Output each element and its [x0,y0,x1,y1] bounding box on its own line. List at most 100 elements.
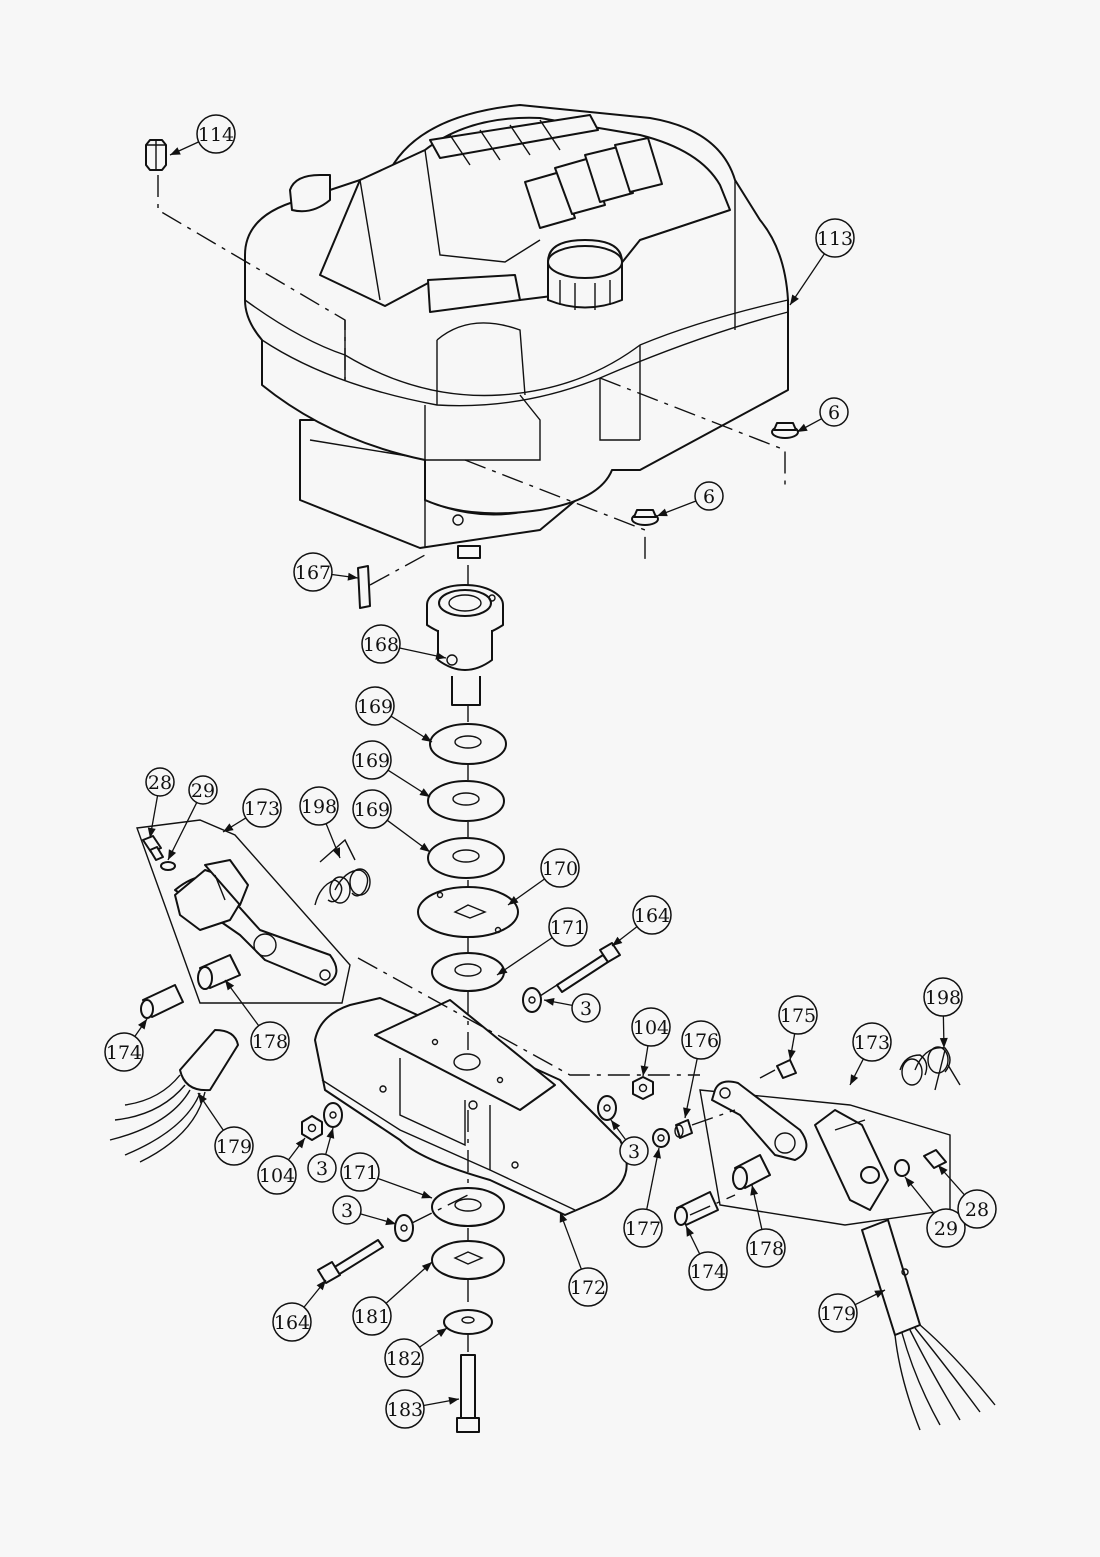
part-179-blade-left [109,1029,239,1163]
callout-circle [361,624,401,664]
callout-label: 177 [625,1218,661,1240]
leader-arrow-172 [559,1212,568,1223]
callout-label: 28 [965,1199,989,1221]
part-29-washer-right [894,1159,910,1177]
callout-169: 169 [352,789,392,829]
callout-circle [355,686,395,726]
callout-circle [104,1032,144,1072]
callout-label: 168 [363,634,399,656]
callout-circle [352,740,392,780]
callout-circle [819,397,849,427]
callout-178: 178 [250,1021,290,1061]
callout-circle [548,907,588,947]
leader-arrow-29 [905,1177,915,1188]
leader-line-113 [789,253,825,306]
callout-label: 182 [386,1348,422,1370]
callout-label: 181 [354,1306,390,1328]
leader-arrow-3 [544,997,555,1006]
part-3-washer-c [394,1214,414,1242]
callout-label: 3 [316,1158,328,1180]
callout-label: 6 [828,402,840,424]
leader-arrow-104 [640,1065,649,1076]
part-164-bolt-b [317,1239,384,1284]
leader-arrow-29 [168,849,177,860]
part-177-nut [652,1128,670,1148]
callout-6: 6 [694,481,724,511]
leader-line-181 [385,1261,433,1304]
leader-arrow-169 [421,733,432,742]
callout-circle [688,1251,728,1291]
leader-line-171 [496,937,553,976]
part-114-nut [145,139,167,171]
callout-169: 169 [352,740,392,780]
callout-167: 167 [293,552,333,592]
part-164-bolt-a [556,942,621,993]
callout-171: 171 [548,907,588,947]
callout-label: 171 [550,917,586,939]
callout-170: 170 [540,848,580,888]
callout-circle [623,1208,663,1248]
callout-label: 169 [354,750,390,772]
callout-114: 114 [196,114,236,154]
callout-182: 182 [384,1338,424,1378]
callout-circle [923,977,963,1017]
leader-arrow-178 [225,980,235,991]
leader-arrow-181 [421,1262,432,1272]
part-198-spring-left [314,838,371,906]
callout-circle [272,1302,312,1342]
part-171-washer-a [431,952,505,992]
callout-circle [818,1293,858,1333]
callout-label: 171 [342,1162,378,1184]
callout-198: 198 [299,786,339,826]
callout-179: 179 [214,1126,254,1166]
callout-label: 173 [244,798,280,820]
part-104-nut-a [301,1115,323,1141]
callout-label: 176 [683,1030,719,1052]
callout-label: 29 [191,780,215,802]
callout-circle [145,767,175,797]
callout-label: 169 [354,799,390,821]
leader-arrow-174 [138,1019,147,1030]
part-6-flange-nut-b [631,509,659,526]
part-198-spring-right [899,1046,961,1091]
callout-label: 170 [542,858,578,880]
callout-label: 178 [252,1031,288,1053]
part-173-arm-right [699,1080,951,1226]
callout-circle [214,1126,254,1166]
callout-178: 178 [746,1228,786,1268]
callout-circle [196,114,236,154]
callout-label: 3 [341,1200,353,1222]
part-174-sleeve-right [674,1191,719,1226]
callout-circle [293,552,333,592]
engine [244,104,789,559]
callout-circle [681,1020,721,1060]
callout-164: 164 [272,1302,312,1342]
callout-175: 175 [778,995,818,1035]
callout-173: 173 [242,788,282,828]
callout-label: 174 [690,1261,726,1283]
leader-line-177 [646,1147,660,1210]
part-6-flange-nut-a [771,422,799,439]
callout-183: 183 [385,1389,425,1429]
callout-circle [384,1338,424,1378]
leader-arrow-28 [147,827,156,838]
callout-circle [188,775,218,805]
callout-172: 172 [568,1267,608,1307]
callout-circle [694,481,724,511]
callout-circle [332,1195,362,1225]
callout-label: 172 [570,1277,606,1299]
leader-arrow-167 [347,572,358,581]
part-173-arm-left [136,819,351,1004]
leader-line-172 [559,1211,582,1270]
callout-179: 179 [818,1293,858,1333]
callout-label: 113 [817,228,853,250]
callout-6: 6 [819,397,849,427]
callout-104: 104 [257,1155,297,1195]
leader-arrow-3 [611,1120,621,1131]
leader-arrow-171 [497,966,508,975]
leader-arrow-114 [170,147,181,155]
assembly-lines [157,175,786,1352]
callout-circle [352,789,392,829]
leader-arrow-178 [750,1185,759,1196]
